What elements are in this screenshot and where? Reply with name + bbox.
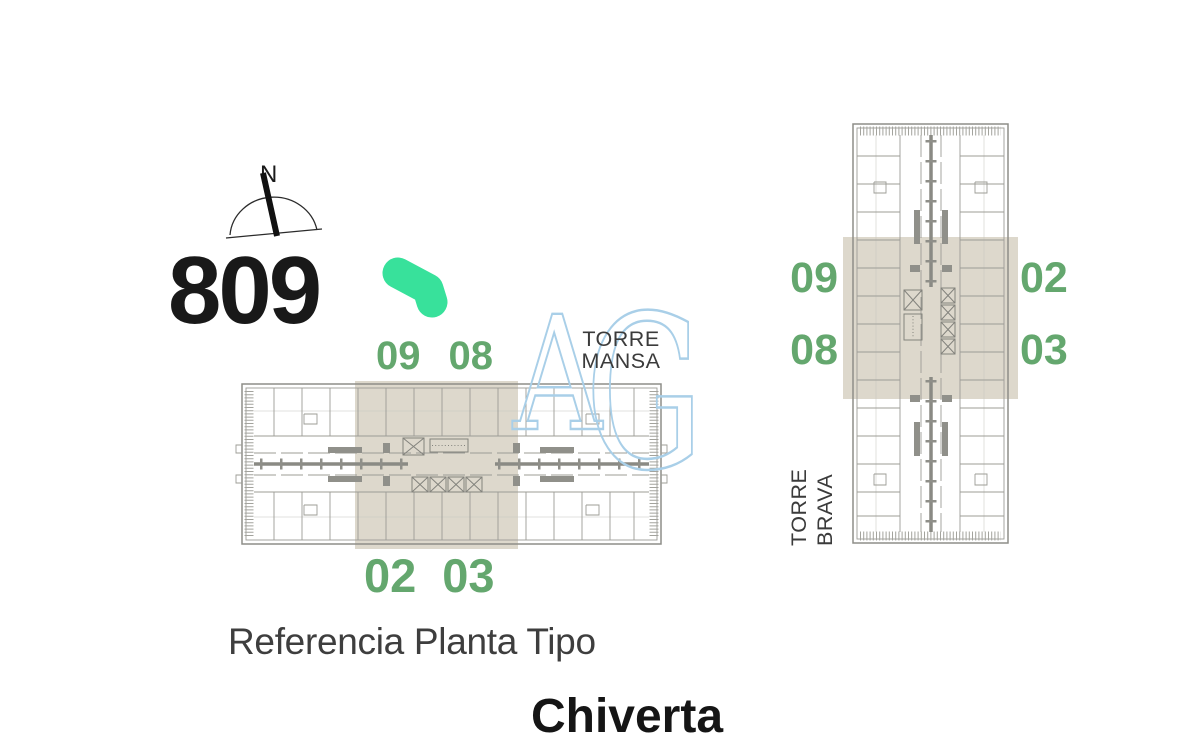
caption-referencia: Referencia Planta Tipo bbox=[228, 621, 596, 662]
unit-label-09: 09 bbox=[376, 334, 421, 378]
elevator-core bbox=[903, 287, 956, 355]
torre-brava-label: TORRE BRAVA bbox=[786, 466, 840, 546]
unit-number: 809 bbox=[168, 237, 322, 344]
selected-unit-marker bbox=[382, 257, 448, 318]
marker-stroke bbox=[382, 257, 448, 318]
unit-label-02: 02 bbox=[364, 549, 417, 602]
torre-mansa-label-line2: MANSA bbox=[581, 349, 661, 373]
unit-label-08: 08 bbox=[448, 334, 494, 378]
torre-mansa-label-line1: TORRE bbox=[582, 327, 660, 351]
watermark-letter-g: G bbox=[585, 293, 704, 485]
unit-label-09: 09 bbox=[790, 254, 838, 302]
watermark-letter-a: A bbox=[512, 293, 603, 467]
elevator-core bbox=[402, 437, 483, 493]
torre-brava-label-line2: BRAVA bbox=[813, 473, 837, 546]
unit-label-08: 08 bbox=[790, 326, 838, 374]
floorplan-linework bbox=[852, 123, 1009, 544]
floorplan-linework bbox=[235, 383, 668, 545]
brand-title: Chiverta bbox=[530, 690, 724, 743]
unit-label-03: 03 bbox=[442, 549, 495, 602]
torre-mansa-label: TORRE MANSA bbox=[575, 328, 667, 372]
torre-brava-floorplan bbox=[843, 123, 1018, 544]
torre-mansa-bottom-labels: 02 03 bbox=[364, 552, 495, 599]
torre-mansa-top-labels: 09 08 bbox=[376, 336, 493, 376]
unit-label-03: 03 bbox=[1020, 326, 1068, 374]
torre-mansa-floorplan bbox=[235, 381, 668, 549]
torre-brava-label-line1: TORRE bbox=[787, 468, 811, 546]
compass-needle bbox=[260, 172, 280, 237]
compass-icon: N bbox=[225, 161, 323, 239]
unit-label-02: 02 bbox=[1020, 254, 1068, 302]
watermark: A G bbox=[511, 293, 704, 485]
